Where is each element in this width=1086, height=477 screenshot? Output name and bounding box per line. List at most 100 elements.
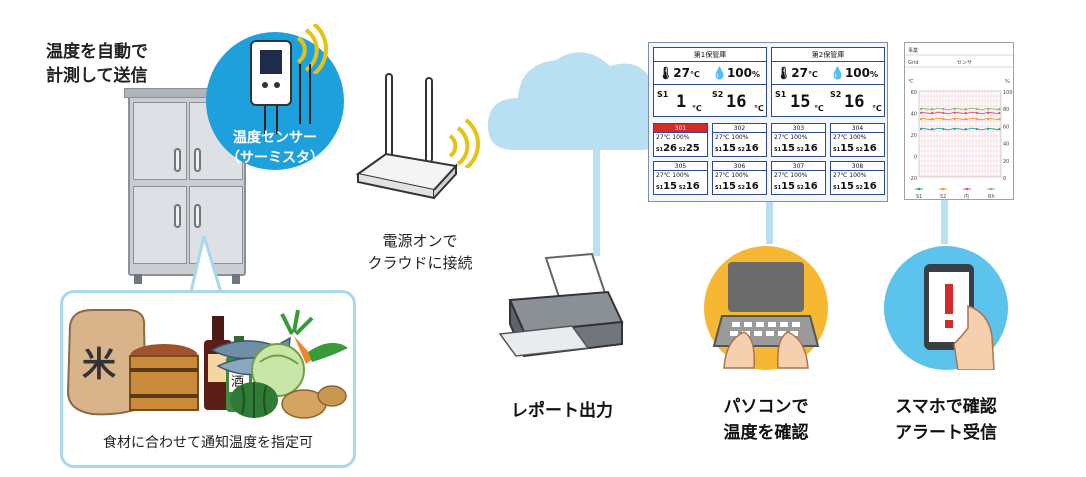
panel-title: 第2保管庫: [772, 48, 884, 62]
series-point: [987, 111, 990, 115]
axis-unit: ℃: [908, 79, 914, 85]
y-tick-label: 20: [911, 133, 917, 139]
room-cell-values: S115 S216: [656, 181, 700, 192]
y-tick-label: 40: [911, 112, 917, 118]
dashboard-screen: 第1保管庫 🌡27℃ 💧100% S1 1 ℃ S2 16 ℃ 第2保管庫 🌡2…: [648, 42, 888, 202]
room-cell-id: 302: [713, 124, 766, 133]
series-point: [964, 127, 967, 131]
y2-tick-label: 40: [1003, 142, 1009, 148]
smartphone-alert-icon: [924, 264, 995, 370]
room-cell-values: S115 S216: [774, 181, 818, 192]
series-line: [920, 107, 1000, 111]
food-illustration: 米 酒: [66, 309, 348, 419]
series-point: [942, 127, 945, 131]
printer-label: レポート出力: [511, 401, 613, 421]
panel-s2-value: 16: [726, 92, 747, 112]
y2-tick-label: 100: [1003, 90, 1013, 96]
printer-icon: [498, 252, 624, 358]
room-cell-id: 306: [713, 162, 766, 171]
y2-tick-label: 80: [1003, 107, 1009, 113]
room-cell-status: 27℃ 100%: [656, 172, 690, 179]
sensor-probe-icon: [299, 64, 311, 124]
room-cell-status: 27℃ 100%: [774, 134, 808, 141]
series-point: [975, 117, 979, 121]
speech-pointer: [188, 236, 224, 296]
legend-label: S2: [940, 194, 946, 200]
room-cell-values: S115 S216: [833, 143, 877, 154]
y-tick-label: -20: [909, 176, 917, 182]
series-point: [931, 107, 934, 111]
legend-swatch: [917, 187, 921, 191]
legend-swatch: [965, 187, 969, 191]
sensor-label: 温度センサー （サーミスタ）: [226, 130, 324, 166]
room-cell-id: 305: [654, 162, 707, 171]
panel-temp: 🌡27℃: [776, 66, 818, 80]
series-line: [920, 127, 1000, 131]
room-cell-status: 27℃ 100%: [715, 172, 749, 179]
panel-temp: 🌡27℃: [658, 66, 700, 80]
food-caption: 食材に合わせて通知温度を指定可: [103, 435, 313, 451]
storage-panel: 第2保管庫 🌡27℃ 💧100% S1 15 ℃ S2 16 ℃: [771, 47, 885, 117]
room-cell-id: 308: [831, 162, 884, 171]
room-cell-status: 27℃ 100%: [833, 172, 867, 179]
series-point: [964, 107, 967, 111]
heading-line1: 温度を自動で: [46, 42, 148, 62]
legend-label: Rh: [988, 194, 995, 200]
cloud-icon: [487, 52, 672, 150]
room-cell-id: 301: [654, 124, 707, 133]
room-cell-id: 303: [772, 124, 825, 133]
y-tick-label: 60: [911, 90, 917, 96]
heading-line2: 計測して送信: [46, 66, 148, 86]
series-point: [931, 127, 934, 131]
series-point: [987, 117, 990, 121]
axis-unit: %: [1005, 79, 1010, 85]
series-point: [953, 111, 956, 115]
connector-line: [593, 150, 600, 256]
thermistor-sensor-icon: [250, 40, 292, 134]
series-point: [964, 117, 967, 121]
series-point: [919, 107, 923, 111]
series-point: [987, 127, 990, 131]
series-point: [942, 111, 945, 115]
room-cell-status: 27℃ 100%: [656, 134, 690, 141]
chart-header: 事業: [908, 47, 918, 54]
chart-header: Grid: [908, 60, 919, 66]
series-point: [919, 111, 923, 115]
connector-line: [766, 200, 773, 244]
room-cell-values: S115 S216: [774, 143, 818, 154]
legend-label: 内: [964, 193, 969, 200]
room-cell-status: 27℃ 100%: [833, 134, 867, 141]
series-point: [975, 107, 979, 111]
chart-header: センサ: [957, 60, 972, 66]
room-cell-status: 27℃ 100%: [774, 172, 808, 179]
series-point: [998, 107, 1001, 111]
series-point: [953, 117, 956, 121]
fridge-door: [133, 186, 187, 264]
laptop-typing-icon: [712, 262, 820, 369]
y2-tick-label: 20: [1003, 159, 1009, 165]
room-cell-values: S115 S216: [715, 143, 759, 154]
room-cell-id: 304: [831, 124, 884, 133]
router-wireless-icon: [448, 118, 480, 168]
connector-line: [941, 200, 948, 244]
room-cell-values: S126 S225: [656, 143, 700, 154]
router-caption: 電源オンで クラウドに接続: [367, 232, 473, 272]
legend-swatch: [941, 187, 945, 191]
router-icon: [355, 73, 458, 200]
panel-s1-value: 1: [676, 92, 687, 112]
room-cell-status: 27℃ 100%: [715, 134, 749, 141]
series-point: [987, 107, 990, 111]
heading: 温度を自動で 計測して送信: [46, 40, 148, 88]
series-point: [942, 107, 945, 111]
series-line: [920, 117, 1000, 121]
phone-label: スマホで確認 アラート受信: [895, 397, 997, 443]
y2-tick-label: 0: [1003, 176, 1006, 182]
pc-label: パソコンで 温度を確認: [723, 397, 809, 443]
